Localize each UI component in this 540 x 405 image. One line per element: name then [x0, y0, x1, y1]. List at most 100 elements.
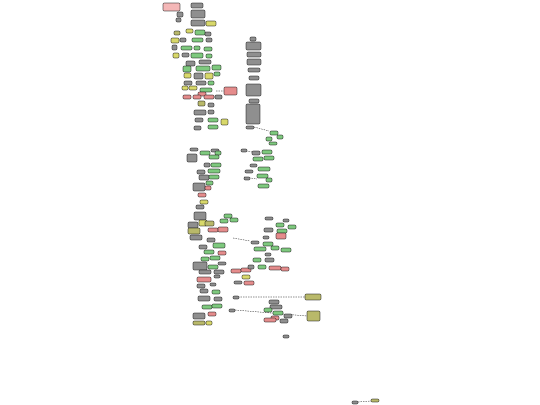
gray-node: [351, 400, 359, 405]
gray-node: [190, 2, 204, 9]
gray-node: [192, 312, 206, 320]
red-node: [207, 227, 219, 233]
olive-node: [204, 220, 215, 227]
green-node: [256, 173, 269, 179]
yellow-node: [183, 72, 192, 79]
connector-edge: [243, 176, 258, 180]
gray-node: [193, 211, 207, 221]
green-node: [207, 168, 221, 174]
green-node: [257, 183, 270, 189]
red-node: [268, 265, 282, 271]
gray-node: [245, 83, 262, 97]
green-node: [276, 228, 288, 234]
gray-node: [217, 261, 227, 266]
gray-node: [246, 58, 262, 66]
edge-layer: [216, 90, 372, 403]
green-node: [261, 149, 273, 155]
node-layer: [162, 2, 380, 405]
gray-node: [282, 218, 290, 223]
green-node: [208, 174, 220, 180]
gray-node: [279, 318, 289, 324]
green-node: [252, 156, 264, 162]
green-node: [182, 65, 192, 73]
gray-node: [282, 334, 290, 339]
red-node: [280, 266, 290, 272]
yellow-node: [220, 118, 229, 126]
gray-node: [244, 169, 254, 174]
gray-node: [179, 37, 187, 43]
olive-node: [187, 227, 201, 235]
green-node: [207, 80, 215, 86]
gray-node: [193, 109, 207, 116]
gray-node: [193, 72, 204, 80]
gray-node: [245, 41, 262, 51]
gray-node: [245, 125, 255, 130]
green-node: [207, 264, 219, 270]
green-node: [210, 162, 222, 168]
red-node: [197, 192, 207, 198]
gray-node: [190, 19, 206, 27]
gray-node: [192, 261, 208, 271]
connector-edge: [253, 126, 270, 132]
green-node: [213, 71, 221, 77]
green-node: [205, 180, 214, 186]
connector-edge: [232, 237, 251, 242]
gray-node: [249, 163, 258, 168]
gray-node: [264, 257, 275, 263]
green-node: [219, 218, 229, 224]
gray-node: [198, 269, 212, 275]
green-node: [265, 177, 273, 183]
red-node: [196, 276, 212, 283]
olive-node: [192, 320, 206, 326]
green-node: [180, 45, 193, 51]
gray-node: [248, 98, 260, 104]
gray-node: [264, 216, 274, 221]
olive-node: [306, 310, 321, 322]
green-node: [211, 64, 222, 71]
yellow-node: [205, 320, 213, 326]
yellow-node: [188, 85, 198, 91]
yellow-node: [170, 37, 180, 44]
gray-node: [213, 269, 225, 275]
gray-node: [196, 283, 206, 289]
olive-node: [173, 30, 181, 36]
gray-node: [196, 169, 206, 175]
green-node: [257, 264, 267, 270]
green-node: [200, 256, 210, 262]
gray-node: [243, 176, 251, 181]
gray-node: [207, 102, 215, 108]
green-node: [263, 307, 273, 313]
red-node: [263, 317, 277, 323]
gray-node: [195, 204, 205, 210]
gray-node: [176, 11, 184, 18]
green-node: [276, 134, 284, 140]
gray-node: [198, 244, 208, 250]
gray-node: [249, 36, 257, 42]
gray-node: [232, 295, 240, 300]
green-node: [203, 46, 213, 52]
red-node: [217, 250, 227, 256]
red-node: [203, 94, 215, 100]
yellow-node: [204, 72, 214, 80]
red-node: [217, 226, 229, 233]
green-node: [287, 224, 297, 230]
green-node: [190, 52, 204, 59]
gray-node: [183, 80, 193, 86]
gray-node: [190, 9, 206, 19]
green-node: [275, 222, 285, 228]
green-node: [269, 130, 279, 136]
gray-node: [195, 80, 207, 86]
red-node: [192, 94, 202, 100]
gray-node: [198, 59, 212, 65]
gray-node: [203, 162, 211, 168]
green-node: [223, 213, 233, 219]
connector-edge: [357, 400, 372, 403]
green-node: [253, 246, 267, 252]
olive-node: [370, 398, 380, 403]
green-node: [272, 310, 284, 316]
gray-node: [175, 17, 182, 23]
gray-node: [263, 227, 274, 233]
gray-node: [247, 264, 255, 270]
gray-node: [283, 313, 293, 319]
